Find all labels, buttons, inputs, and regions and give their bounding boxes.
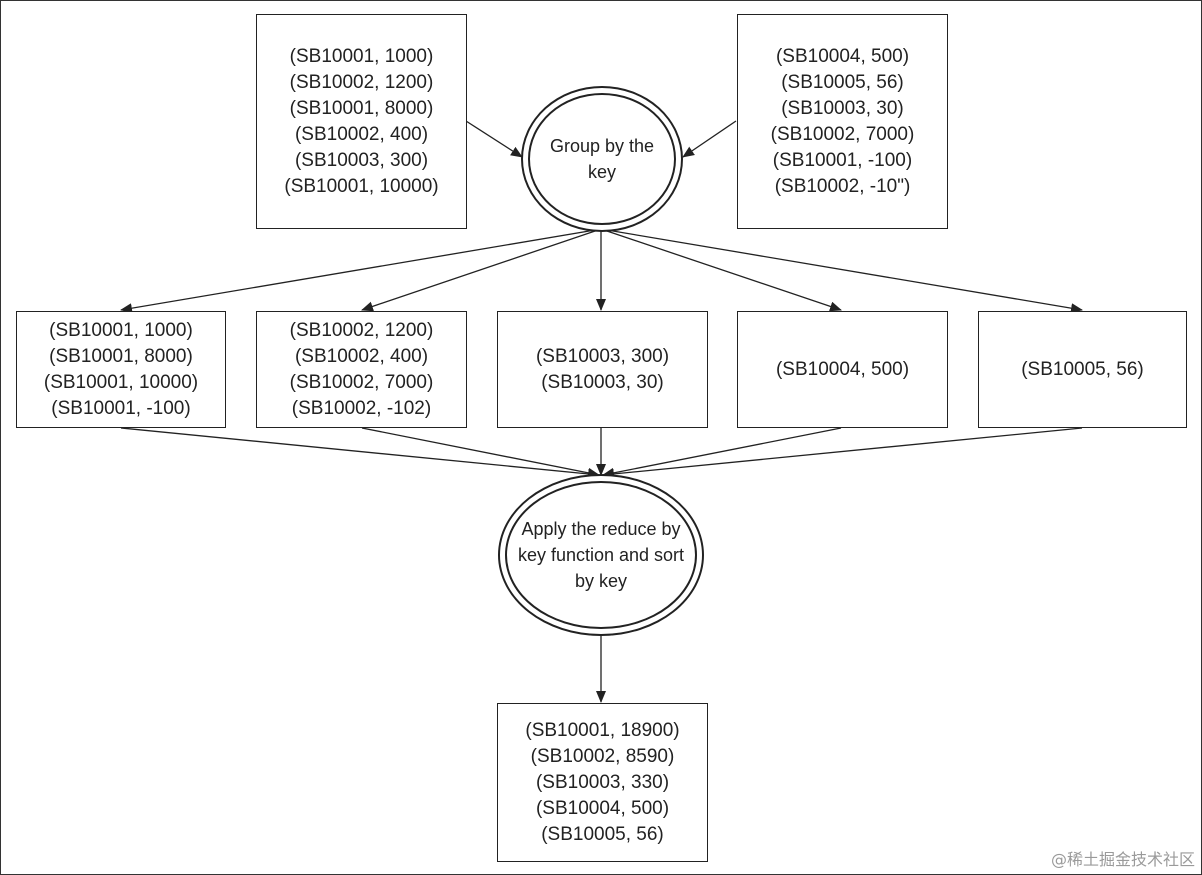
- arrow-group-to-box-1: [120, 228, 602, 314]
- input-right-row: (SB10002, -10"): [774, 175, 911, 197]
- group-row: (SB10002, -102): [291, 397, 432, 419]
- group-box-2: (SB10002, 1200) (SB10002, 400) (SB10002,…: [256, 311, 467, 428]
- reduce-by-key-node: Apply the reduce by key function and sor…: [498, 474, 704, 636]
- group-row: (SB10005, 56): [1021, 358, 1144, 380]
- group-box-1: (SB10001, 1000) (SB10001, 8000) (SB10001…: [16, 311, 226, 428]
- arrow-box-5-to-reduce: [602, 427, 1083, 479]
- input-right-row: (SB10004, 500): [775, 45, 910, 67]
- group-box-4: (SB10004, 500): [737, 311, 948, 428]
- arrow-group-to-box-2: [361, 228, 602, 312]
- arrow-box-1-to-reduce: [120, 427, 600, 479]
- output-box: (SB10001, 18900) (SB10002, 8590) (SB1000…: [497, 703, 708, 862]
- group-row: (SB10002, 400): [294, 345, 429, 367]
- reduce-by-key-label: Apply the reduce by key function and sor…: [505, 481, 697, 629]
- output-row: (SB10001, 18900): [525, 719, 680, 741]
- group-row: (SB10003, 30): [541, 371, 664, 393]
- input-left-row: (SB10002, 400): [294, 123, 429, 145]
- input-box-left: (SB10001, 1000) (SB10002, 1200) (SB10001…: [256, 14, 467, 229]
- group-box-5: (SB10005, 56): [978, 311, 1187, 428]
- input-left-row: (SB10001, 10000): [284, 175, 439, 197]
- arrow-group-to-box-5: [600, 228, 1083, 314]
- arrow-group-to-box-4: [600, 228, 842, 312]
- input-left-row: (SB10003, 300): [294, 149, 429, 171]
- group-by-key-label: Group by the key: [528, 93, 676, 225]
- arrow-box-4-to-reduce: [602, 427, 842, 478]
- output-row: (SB10003, 330): [535, 771, 670, 793]
- input-left-row: (SB10001, 8000): [289, 97, 434, 119]
- group-row: (SB10003, 300): [535, 345, 670, 367]
- input-left-row: (SB10002, 1200): [289, 71, 434, 93]
- group-row: (SB10004, 500): [775, 358, 910, 380]
- input-box-right: (SB10004, 500) (SB10005, 56) (SB10003, 3…: [737, 14, 948, 229]
- arrow-right-input-to-group: [682, 120, 737, 158]
- output-row: (SB10005, 56): [541, 823, 664, 845]
- watermark: @稀土掘金技术社区: [1050, 850, 1195, 869]
- group-box-3: (SB10003, 300) (SB10003, 30): [497, 311, 708, 428]
- arrow-left-input-to-group: [465, 120, 523, 158]
- input-right-row: (SB10001, -100): [772, 149, 913, 171]
- arrow-box-2-to-reduce: [361, 427, 600, 478]
- group-row: (SB10001, 8000): [49, 345, 193, 367]
- group-row: (SB10001, -100): [51, 397, 191, 419]
- input-right-row: (SB10002, 7000): [770, 123, 915, 145]
- group-row: (SB10002, 7000): [289, 371, 434, 393]
- input-right-row: (SB10005, 56): [781, 71, 904, 93]
- input-left-row: (SB10001, 1000): [289, 45, 434, 67]
- group-row: (SB10001, 10000): [43, 371, 199, 393]
- group-row: (SB10002, 1200): [289, 319, 434, 341]
- output-row: (SB10002, 8590): [530, 745, 675, 767]
- output-row: (SB10004, 500): [535, 797, 670, 819]
- group-by-key-node: Group by the key: [521, 86, 683, 232]
- group-row: (SB10001, 1000): [49, 319, 193, 341]
- input-right-row: (SB10003, 30): [781, 97, 904, 119]
